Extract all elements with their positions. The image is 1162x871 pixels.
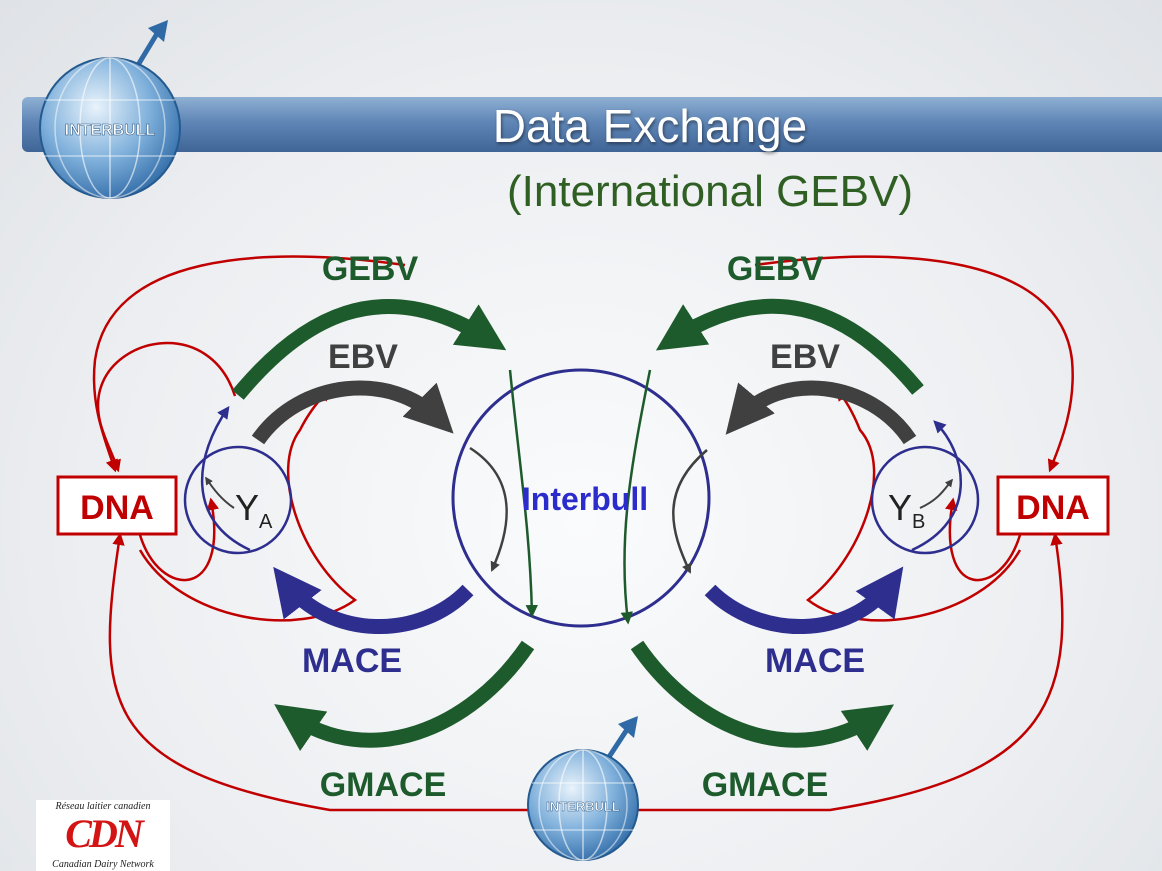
mace-label-left: MACE <box>302 642 402 680</box>
ebv-arrow-right <box>725 380 917 445</box>
gmace-label-right: GMACE <box>702 766 829 804</box>
red-right-inner-1 <box>945 497 1022 582</box>
ebv-label-right: EBV <box>770 338 840 376</box>
interbull-logo-bottom: INTERBULL <box>527 716 639 861</box>
ebv-arrow-left <box>251 380 454 445</box>
gebv-arrow-left <box>232 298 507 400</box>
gmace-arrow-left <box>274 640 535 752</box>
gmace-arrow-right <box>630 640 895 751</box>
gray-thin-inside-right <box>672 449 708 574</box>
gray-thin-inside-left <box>469 446 508 572</box>
interbull-circle <box>451 368 711 628</box>
ebv-label-left: EBV <box>328 338 398 376</box>
dna-box-left <box>56 475 178 536</box>
trait-circle-a <box>183 445 293 555</box>
cdn-logo-mark: CDN <box>65 811 143 856</box>
red-right-inner-2 <box>805 387 1022 622</box>
green-thin-left <box>508 369 539 618</box>
cdn-logo-top-text: Réseau laitier canadien <box>55 801 151 812</box>
slide-subtitle: (International GEBV) <box>507 167 913 216</box>
interbull-logo-top: INTERBULL <box>39 20 181 199</box>
red-loop-top-left <box>96 341 237 473</box>
red-loop-top-outer-right <box>754 255 1074 473</box>
gmace-label-left: GMACE <box>320 766 447 804</box>
gray-thin-right-y <box>919 478 953 509</box>
dna-label-right: DNA <box>1016 489 1090 527</box>
interbull-label: Interbull <box>522 481 648 517</box>
gebv-label-right: GEBV <box>727 250 824 288</box>
trait-label-b: YB <box>888 487 925 533</box>
gebv-arrow-right <box>655 298 924 395</box>
interbull-logo-bottom-text: INTERBULL <box>546 799 620 814</box>
gebv-label-left: GEBV <box>322 250 419 288</box>
slide-title: Data Exchange <box>492 100 808 152</box>
blue-thin-right <box>911 420 962 552</box>
trait-circle-b <box>870 445 980 555</box>
dna-label-left: DNA <box>80 489 154 527</box>
red-loop-top-outer <box>92 255 406 473</box>
mace-label-right: MACE <box>765 642 865 680</box>
trait-label-a: YA <box>235 487 273 533</box>
dna-box-right <box>996 475 1110 536</box>
red-left-inner-2 <box>138 388 358 622</box>
green-thin-right <box>620 369 652 625</box>
gray-thin-left-y <box>205 476 235 509</box>
mace-arrow-right <box>704 566 904 634</box>
cdn-logo-bottom-text: Canadian Dairy Network <box>52 859 154 870</box>
title-bar <box>22 97 1162 152</box>
interbull-logo-top-text: INTERBULL <box>65 122 156 139</box>
mace-arrow-left <box>273 566 474 634</box>
cdn-logo: Réseau laitier canadien CDN Canadian Dai… <box>36 800 170 871</box>
blue-thin-left <box>201 405 251 552</box>
red-left-inner-1 <box>138 497 220 582</box>
